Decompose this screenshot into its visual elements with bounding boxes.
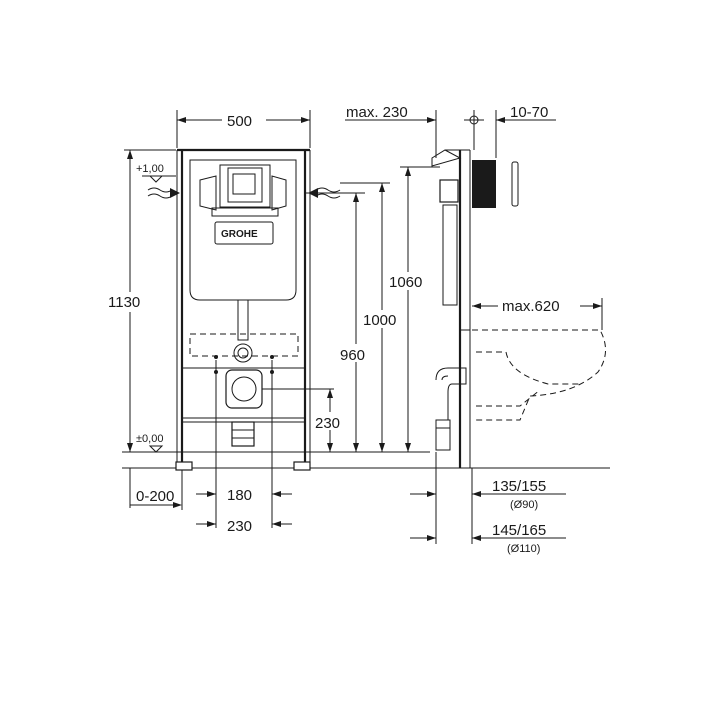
dim-135-155-pipe: (Ø90) bbox=[510, 499, 538, 511]
level-floor-label: ±0,00 bbox=[136, 433, 163, 445]
dim-230-height-label: 230 bbox=[315, 415, 340, 432]
dim-range-label: 10-70 bbox=[510, 104, 548, 121]
dim-145-165-label: 145/165 bbox=[492, 522, 546, 539]
dim-230-width bbox=[196, 500, 292, 528]
dim-max230-label: max. 230 bbox=[346, 104, 408, 121]
dim-1000-label: 1000 bbox=[363, 312, 396, 329]
dim-230-width-label: 230 bbox=[227, 518, 252, 535]
dim-adjust bbox=[129, 468, 183, 510]
dim-height-1130-label: 1130 bbox=[108, 294, 140, 311]
flush-plate bbox=[472, 160, 519, 208]
dim-1060 bbox=[400, 166, 440, 452]
dim-960 bbox=[306, 192, 365, 452]
brand-logo: GROHE bbox=[221, 229, 258, 240]
inlet-left bbox=[147, 187, 180, 199]
front-frame bbox=[175, 148, 311, 471]
dim-max230 bbox=[345, 110, 437, 158]
cistern bbox=[189, 159, 297, 363]
dim-180-label: 180 bbox=[227, 487, 252, 504]
dim-135-155 bbox=[410, 452, 566, 544]
dim-width-label: 500 bbox=[227, 113, 252, 130]
dim-range bbox=[464, 110, 556, 158]
drain-side bbox=[435, 367, 467, 451]
dim-max620-label: max.620 bbox=[502, 298, 560, 315]
pan-inner-side bbox=[476, 351, 580, 385]
pan-outline-front bbox=[189, 333, 299, 357]
level-top-marker bbox=[148, 175, 164, 183]
level-top-label: +1,00 bbox=[136, 163, 164, 175]
dim-145-165-pipe: (Ø110) bbox=[507, 543, 540, 555]
dim-145-165 bbox=[410, 535, 566, 541]
dim-adjust-label: 0-200 bbox=[136, 488, 174, 505]
level-floor-marker bbox=[148, 445, 164, 453]
drain-elbow-front bbox=[214, 355, 274, 447]
dim-960-label: 960 bbox=[340, 347, 365, 364]
dim-135-155-label: 135/155 bbox=[492, 478, 546, 495]
pan-outline-side bbox=[472, 329, 606, 421]
dim-1060-label: 1060 bbox=[389, 274, 422, 291]
side-frame bbox=[431, 149, 471, 468]
dim-180 bbox=[196, 360, 292, 500]
pan-base-side bbox=[476, 389, 541, 407]
